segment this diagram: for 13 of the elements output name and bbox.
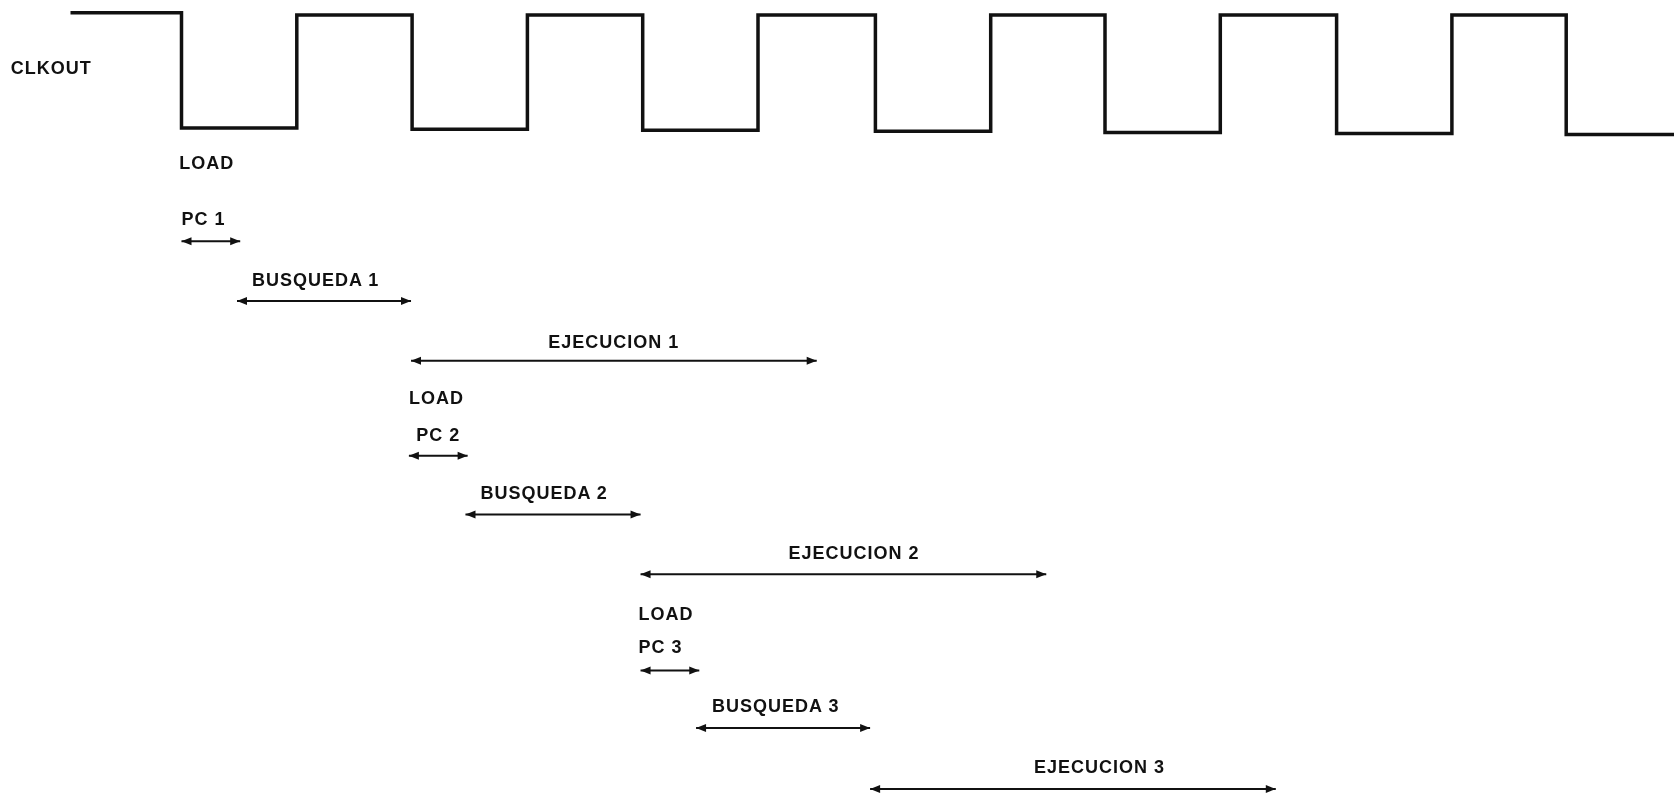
phase-label: BUSQUEDA 2 bbox=[480, 482, 608, 504]
phase-label: BUSQUEDA 1 bbox=[251, 269, 380, 291]
phase-label: EJECUCION 1 bbox=[548, 331, 680, 353]
phase-label: LOAD bbox=[638, 603, 694, 625]
phase-label: PC 1 bbox=[181, 208, 226, 230]
phase-label: BUSQUEDA 3 bbox=[712, 695, 840, 717]
phase-label: EJECUCION 2 bbox=[788, 542, 920, 564]
signal-name: CLKOUT bbox=[10, 57, 92, 79]
phase-label: PC 2 bbox=[416, 424, 461, 445]
phase-label: EJECUCION 3 bbox=[1034, 756, 1166, 778]
phase-label: LOAD bbox=[408, 387, 464, 409]
phase-label: LOAD bbox=[179, 152, 235, 174]
phase-label: PC 3 bbox=[638, 636, 683, 658]
